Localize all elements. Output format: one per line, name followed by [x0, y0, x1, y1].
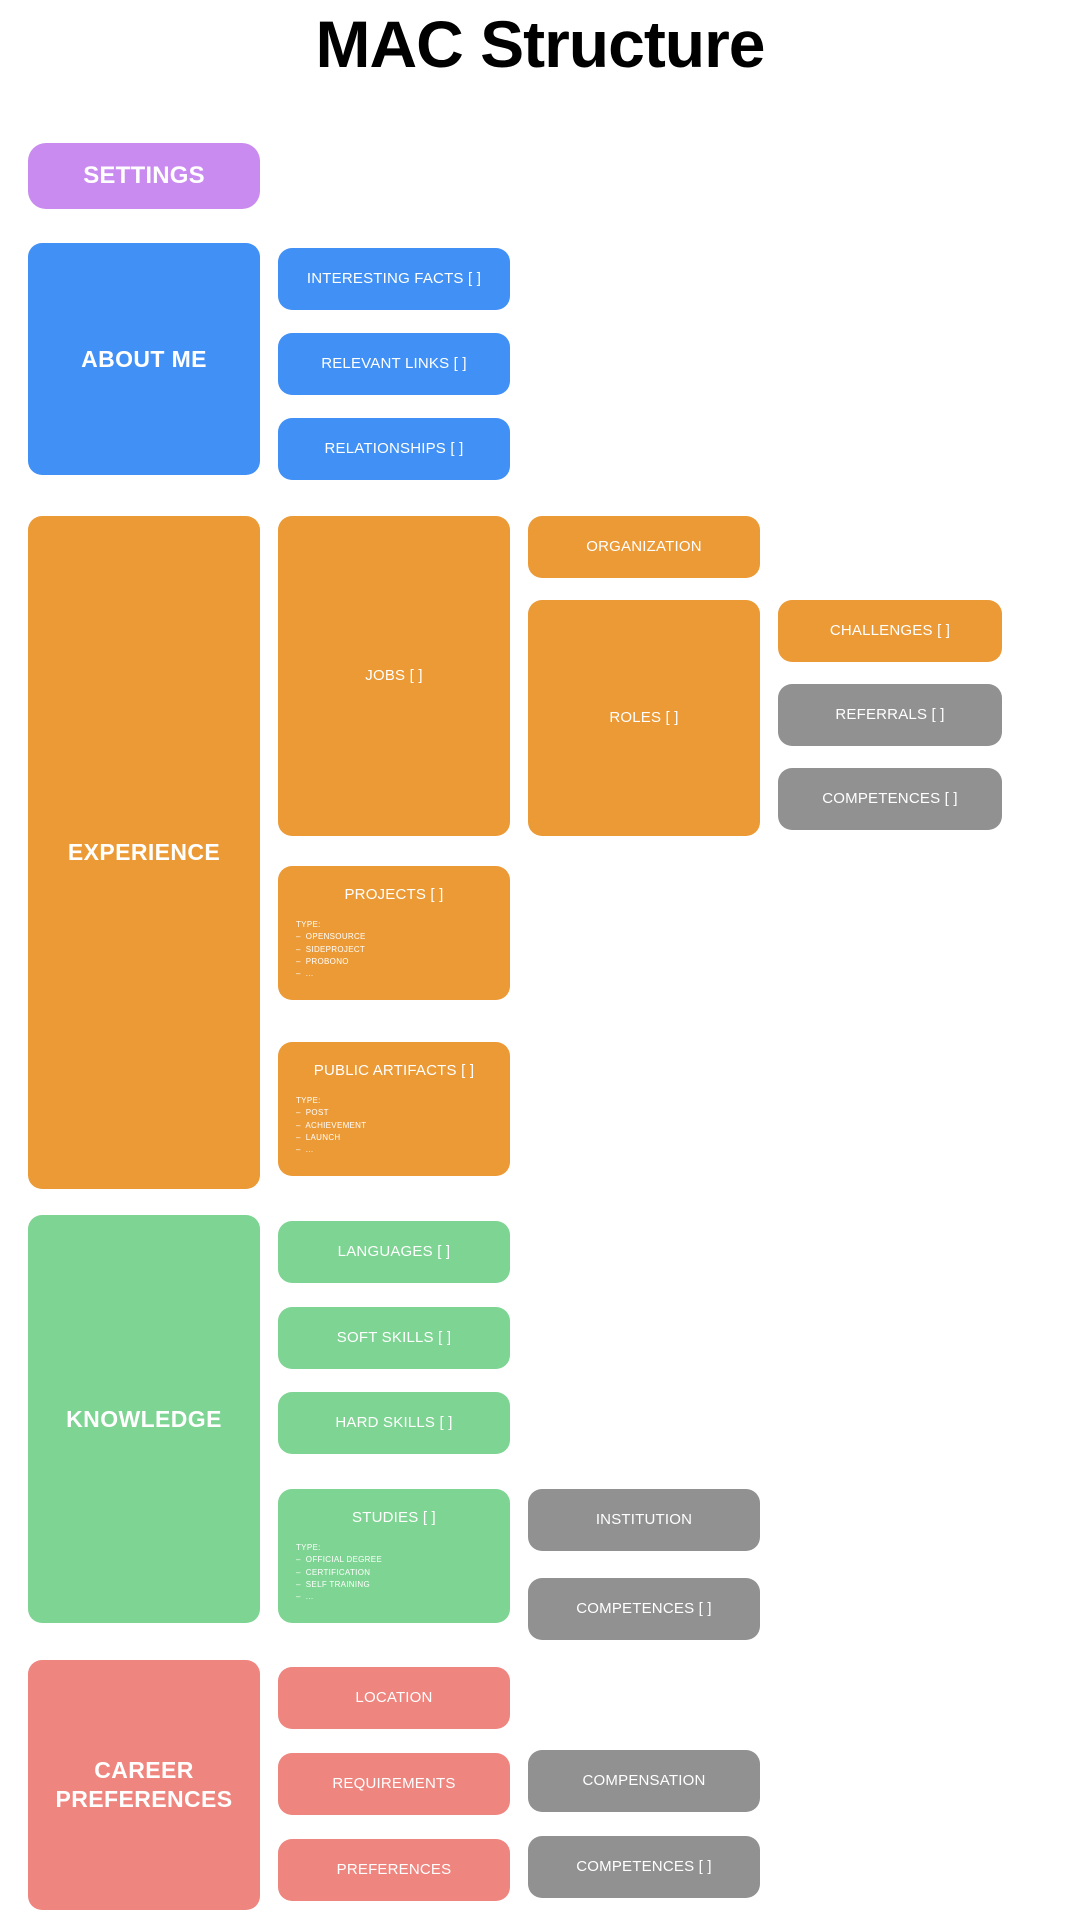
node-soft-skills-label: SOFT SKILLS [ ]	[336, 1328, 452, 1346]
node-experience[interactable]: EXPERIENCE	[28, 516, 260, 1189]
node-jobs-label: JOBS [ ]	[365, 666, 423, 684]
node-languages[interactable]: LANGUAGES [ ]	[278, 1221, 510, 1283]
node-jobs[interactable]: JOBS [ ]	[278, 516, 510, 836]
public-artifacts-type-item: – LAUNCH	[296, 1132, 341, 1142]
node-organization[interactable]: ORGANIZATION	[528, 516, 760, 578]
studies-type-item: – OFFICIAL DEGREE	[296, 1555, 383, 1565]
studies-type-block: TYPE: – OFFICIAL DEGREE – CERTIFICATION …	[278, 1528, 510, 1604]
projects-type-block: TYPE: – OPENSOURCE – SIDEPROJECT – PROBO…	[278, 905, 510, 981]
node-relationships-label: RELATIONSHIPS [ ]	[324, 439, 464, 457]
node-preferences-label: PREFERENCES	[336, 1860, 452, 1878]
public-artifacts-type-item: – POST	[296, 1108, 329, 1118]
node-studies-label: STUDIES [ ]	[352, 1509, 436, 1526]
node-about-me[interactable]: ABOUT ME	[28, 243, 260, 475]
studies-type-item: – SELF TRAINING	[296, 1579, 371, 1589]
node-roles-label: ROLES [ ]	[609, 708, 679, 726]
node-relevant-links[interactable]: RELEVANT LINKS [ ]	[278, 333, 510, 395]
node-career-preferences-label-line1: CAREER	[94, 1757, 194, 1784]
public-artifacts-type-label: TYPE:	[296, 1095, 321, 1105]
projects-type-label: TYPE:	[296, 919, 321, 929]
node-studies[interactable]: STUDIES [ ] TYPE: – OFFICIAL DEGREE – CE…	[278, 1489, 510, 1623]
node-competences-knowledge-label: COMPETENCES [ ]	[576, 1599, 712, 1617]
node-roles[interactable]: ROLES [ ]	[528, 600, 760, 836]
node-institution[interactable]: INSTITUTION	[528, 1489, 760, 1551]
public-artifacts-type-item: – ACHIEVEMENT	[296, 1120, 367, 1130]
node-compensation-label: COMPENSATION	[582, 1771, 706, 1789]
node-challenges-label: CHALLENGES [ ]	[829, 621, 951, 639]
node-interesting-facts[interactable]: INTERESTING FACTS [ ]	[278, 248, 510, 310]
node-knowledge[interactable]: KNOWLEDGE	[28, 1215, 260, 1623]
node-relevant-links-label: RELEVANT LINKS [ ]	[321, 354, 467, 372]
projects-type-item: – OPENSOURCE	[296, 932, 366, 942]
node-settings[interactable]: SETTINGS	[28, 143, 260, 209]
node-hard-skills[interactable]: HARD SKILLS [ ]	[278, 1392, 510, 1454]
node-public-artifacts-label: PUBLIC ARTIFACTS [ ]	[313, 1062, 475, 1079]
node-experience-label: EXPERIENCE	[67, 839, 221, 866]
node-institution-label: INSTITUTION	[595, 1510, 693, 1528]
public-artifacts-type-block: TYPE: – POST – ACHIEVEMENT – LAUNCH – ..…	[278, 1081, 510, 1157]
node-about-me-label: ABOUT ME	[81, 345, 207, 372]
node-projects-label: PROJECTS [ ]	[344, 886, 444, 903]
studies-type-item: – ...	[296, 1592, 314, 1602]
node-projects[interactable]: PROJECTS [ ] TYPE: – OPENSOURCE – SIDEPR…	[278, 866, 510, 1000]
page-title: MAC Structure	[315, 7, 765, 81]
node-location[interactable]: LOCATION	[278, 1667, 510, 1729]
node-hard-skills-label: HARD SKILLS [ ]	[335, 1413, 453, 1431]
node-relationships[interactable]: RELATIONSHIPS [ ]	[278, 418, 510, 480]
node-languages-label: LANGUAGES [ ]	[337, 1242, 451, 1260]
node-requirements-label: REQUIREMENTS	[332, 1774, 456, 1792]
node-preferences[interactable]: PREFERENCES	[278, 1839, 510, 1901]
projects-type-item: – ...	[296, 969, 314, 979]
projects-type-item: – SIDEPROJECT	[296, 944, 366, 954]
node-compensation[interactable]: COMPENSATION	[528, 1750, 760, 1812]
node-location-label: LOCATION	[355, 1688, 433, 1706]
node-competences-career-label: COMPETENCES [ ]	[576, 1857, 712, 1875]
node-competences-experience-label: COMPETENCES [ ]	[822, 789, 958, 807]
node-referrals-label: REFERRALS [ ]	[835, 705, 945, 723]
projects-type-item: – PROBONO	[296, 956, 349, 966]
studies-type-item: – CERTIFICATION	[296, 1567, 371, 1577]
node-soft-skills[interactable]: SOFT SKILLS [ ]	[278, 1307, 510, 1369]
public-artifacts-type-item: – ...	[296, 1145, 314, 1155]
node-competences-experience[interactable]: COMPETENCES [ ]	[778, 768, 1002, 830]
node-requirements[interactable]: REQUIREMENTS	[278, 1753, 510, 1815]
node-career-preferences[interactable]: CAREER PREFERENCES	[28, 1660, 260, 1910]
node-competences-knowledge[interactable]: COMPETENCES [ ]	[528, 1578, 760, 1640]
node-career-preferences-label-line2: PREFERENCES	[55, 1786, 233, 1812]
node-challenges[interactable]: CHALLENGES [ ]	[778, 600, 1002, 662]
node-interesting-facts-label: INTERESTING FACTS [ ]	[306, 269, 482, 287]
node-organization-label: ORGANIZATION	[586, 537, 702, 555]
node-knowledge-label: KNOWLEDGE	[66, 1405, 222, 1432]
node-public-artifacts[interactable]: PUBLIC ARTIFACTS [ ] TYPE: – POST – ACHI…	[278, 1042, 510, 1176]
studies-type-label: TYPE:	[296, 1542, 321, 1552]
node-competences-career[interactable]: COMPETENCES [ ]	[528, 1836, 760, 1898]
node-settings-label: SETTINGS	[83, 162, 205, 189]
node-referrals[interactable]: REFERRALS [ ]	[778, 684, 1002, 746]
